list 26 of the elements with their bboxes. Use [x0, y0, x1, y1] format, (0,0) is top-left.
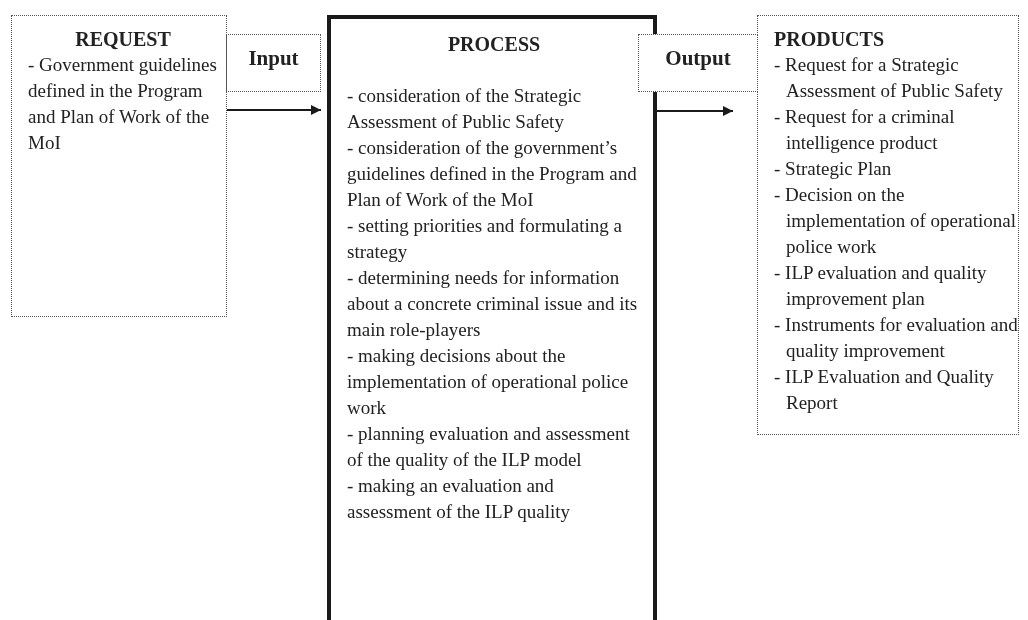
list-item: - consideration of the Strategic Assessment of Public Safety — [347, 84, 583, 134]
list-item: - making an evaluation and assessment of the ILP quality — [347, 474, 572, 524]
arrow-label: Input — [247, 45, 300, 71]
arrow — [226, 105, 322, 115]
list-item: - planning evaluation and assessment of the quality of the ILP model — [347, 422, 631, 472]
process-box — [11, 15, 227, 317]
box-heading: REQUEST — [74, 27, 172, 52]
list-item: - Government guidelines defined in the Program and Plan of Work of the MoI — [28, 53, 218, 155]
list-item: - setting priorities and formulating a strategy — [347, 214, 623, 264]
box-heading: PROCESS — [446, 32, 542, 57]
list-item: - ILP evaluation and quality improvement plan — [774, 261, 988, 311]
label-box — [226, 34, 321, 92]
arrow-label: Output — [664, 45, 732, 71]
list-item: - Request for a criminal intelligence product — [774, 105, 956, 155]
list-item: - Request for a Strategic Assessment of Public Safety — [774, 53, 1004, 103]
box-heading: PRODUCTS — [774, 27, 885, 52]
arrow — [656, 106, 734, 116]
list-item: - Instruments for evaluation and quality improvement — [774, 313, 1018, 363]
list-item: - ILP Evaluation and Quality Report — [774, 365, 995, 415]
list-item: - Decision on the implementation of operational police work — [774, 183, 1018, 259]
list-item: - making decisions about the implementation of operational police work — [347, 344, 630, 420]
list-item: - consideration of the government’s guidelines defined in the Program and Plan of Work of the MoI — [347, 136, 638, 212]
list-item: - determining needs for information about a concrete criminal issue and its main role-players — [347, 266, 639, 342]
process-box — [757, 15, 1019, 435]
label-box — [638, 34, 758, 92]
list-item: - Strategic Plan — [774, 157, 893, 181]
